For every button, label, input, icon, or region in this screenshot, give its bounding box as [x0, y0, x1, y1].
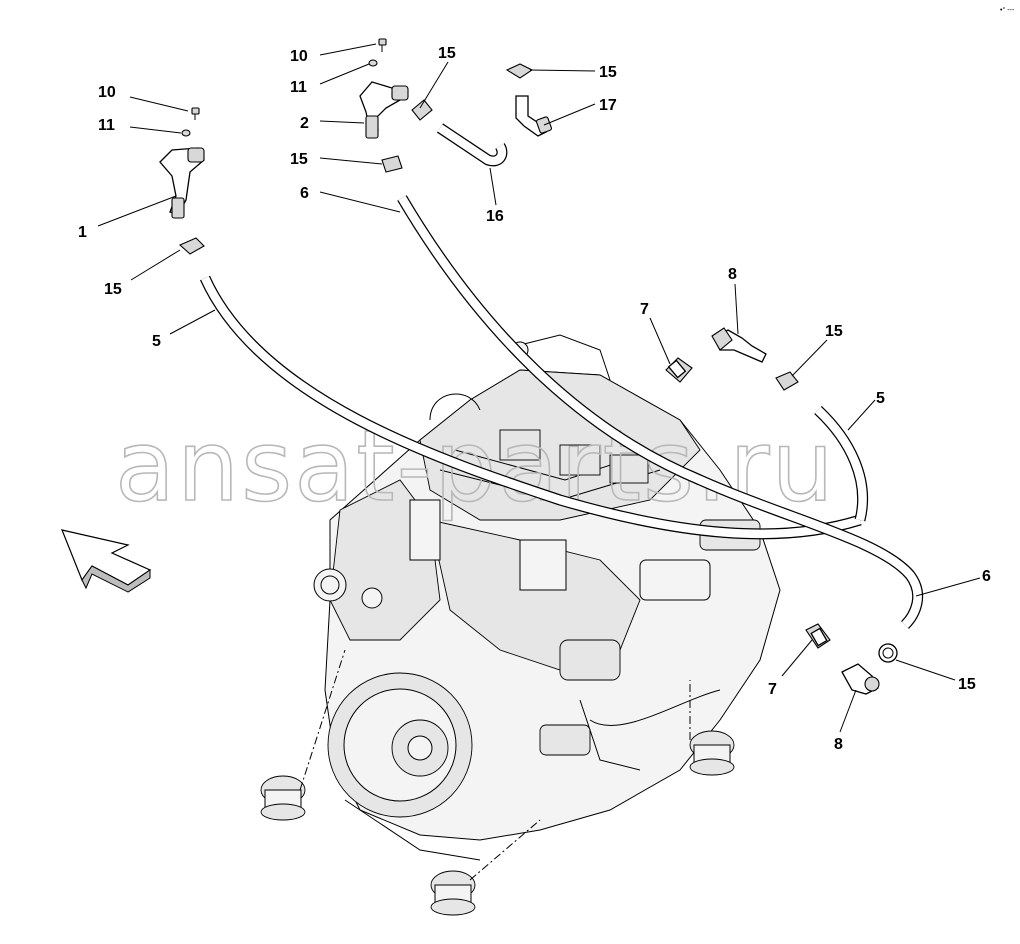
- callout-15-center: 15: [290, 151, 308, 168]
- callout-7-upper: 7: [640, 301, 649, 318]
- callout-10-center: 10: [290, 48, 308, 65]
- callout-11-left: 11: [98, 117, 115, 134]
- corner-mark: •° ---: [1000, 6, 1015, 14]
- fuel-filter: [639, 559, 711, 601]
- clamp-15-lower-right: [878, 643, 898, 663]
- leader-lines: [97, 43, 981, 733]
- part-7-adapter-upper: [665, 357, 693, 383]
- callout-17: 17: [599, 97, 617, 114]
- callout-15-lower-right: 15: [958, 676, 976, 693]
- callout-2: 2: [300, 115, 309, 132]
- part-8-elbow-upper: [711, 327, 767, 363]
- bolt-10-left: [191, 107, 200, 120]
- callout-5-right: 5: [876, 390, 885, 407]
- part-17-elbow: [515, 95, 553, 137]
- part-8-elbow-lower: [841, 663, 880, 695]
- callout-16: 16: [486, 208, 504, 225]
- hose-6: [397, 195, 924, 629]
- mount-front-left: [260, 775, 306, 821]
- callout-15-upper-right: 15: [825, 323, 843, 340]
- mount-dash-line-2: [469, 819, 541, 881]
- hose-5-left: [199, 275, 862, 540]
- callout-7-lower: 7: [768, 681, 777, 698]
- hose-5-right: [814, 405, 869, 522]
- callout-1: 1: [78, 224, 87, 241]
- lift-eye: [429, 393, 481, 421]
- mount-front-right: [430, 870, 476, 916]
- callout-8-upper: 8: [728, 266, 737, 283]
- injector-housing-3: [609, 454, 649, 484]
- washer-11-center: [368, 59, 378, 67]
- injector-housing: [499, 429, 541, 461]
- clamp-15-hose16: [411, 99, 433, 121]
- bolt-10-center: [378, 38, 387, 52]
- callout-labels: 10 11 1 15 5 10 11 2 15 6 15 16 15 17 8 …: [78, 45, 991, 753]
- part-2-elbow-fitting: [359, 81, 409, 139]
- coolant-pump: [539, 724, 591, 756]
- callout-6-top: 6: [300, 185, 309, 202]
- direction-arrow: [61, 529, 152, 593]
- hose-16-elbow: [436, 123, 508, 167]
- injector-housing-2: [559, 444, 601, 476]
- pulley-left: [313, 568, 347, 602]
- pulley-left-hub: [320, 575, 340, 595]
- starter-motor: [559, 639, 621, 681]
- manifold-port: [519, 539, 567, 591]
- callout-6-right: 6: [982, 568, 991, 585]
- callout-15-top-right: 15: [599, 64, 617, 81]
- callout-10-left: 10: [98, 84, 116, 101]
- callout-5-left: 5: [152, 333, 161, 350]
- pulley-small: [361, 587, 383, 609]
- part-1-elbow-fitting: [159, 147, 205, 219]
- clamp-15-upper-right: [775, 371, 799, 391]
- part-7-adapter-lower: [805, 623, 831, 649]
- mount-rear-right: [689, 730, 735, 776]
- flywheel-center: [407, 735, 433, 761]
- callout-15-left: 15: [104, 281, 122, 298]
- timing-cover-plate: [409, 499, 441, 561]
- callout-11-center: 11: [290, 79, 307, 96]
- oil-pan-edge: [344, 799, 481, 861]
- engine-assembly: [260, 334, 781, 916]
- callout-15-hose16: 15: [438, 45, 456, 62]
- clamp-15-center: [381, 155, 403, 173]
- clamp-15-top-right: [505, 63, 534, 79]
- callout-8-lower: 8: [834, 736, 843, 753]
- oil-line: [579, 699, 641, 771]
- top-breather: [519, 334, 611, 381]
- coolant-pipe: [589, 689, 721, 726]
- clamp-15-left: [178, 237, 205, 255]
- washer-11-left: [181, 129, 191, 137]
